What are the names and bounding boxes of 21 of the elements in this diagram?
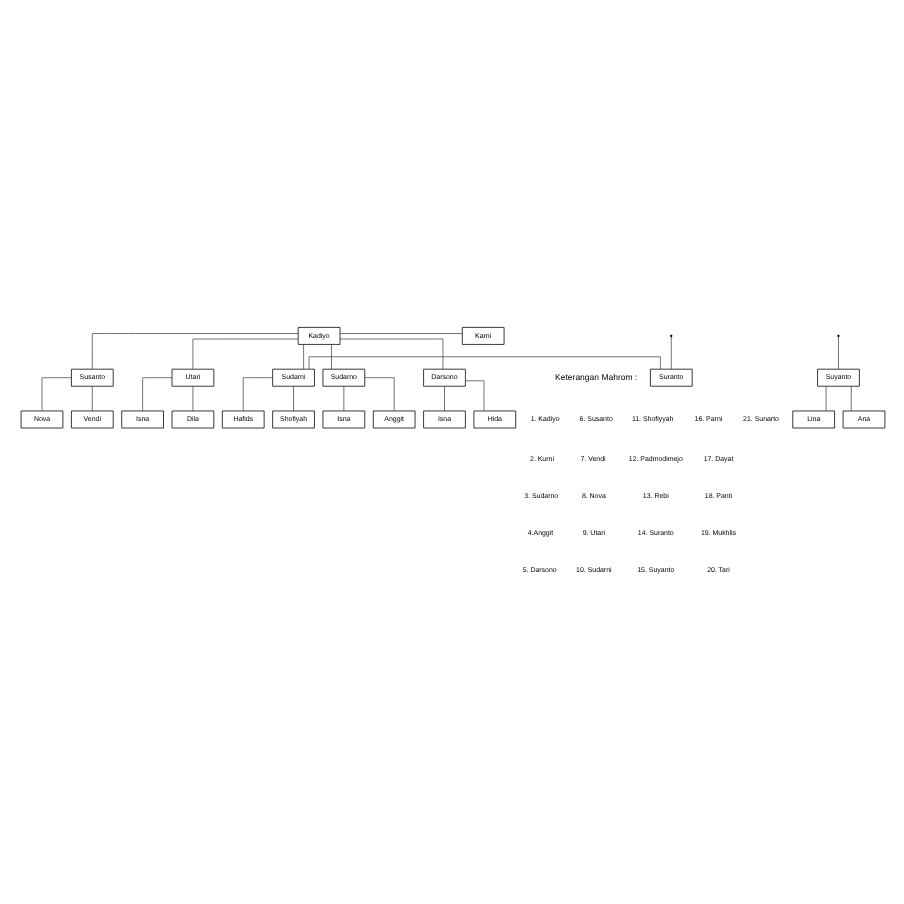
connector bbox=[292, 385, 293, 412]
connector bbox=[141, 377, 172, 412]
connector bbox=[338, 333, 462, 334]
connector bbox=[669, 336, 671, 370]
connector bbox=[307, 356, 660, 370]
connector bbox=[443, 385, 444, 412]
connector bbox=[837, 336, 838, 370]
connector bbox=[824, 385, 826, 412]
connector bbox=[191, 385, 193, 412]
connector bbox=[90, 333, 298, 370]
connector bbox=[363, 377, 394, 412]
connector bbox=[241, 377, 272, 412]
connector bbox=[849, 385, 851, 412]
connector bbox=[464, 380, 484, 412]
connector bbox=[40, 377, 71, 412]
connector bbox=[338, 338, 443, 370]
connector bbox=[342, 385, 344, 412]
connector bbox=[191, 338, 298, 370]
connector bbox=[302, 344, 303, 370]
connector bbox=[330, 344, 331, 370]
connector bbox=[90, 385, 92, 412]
